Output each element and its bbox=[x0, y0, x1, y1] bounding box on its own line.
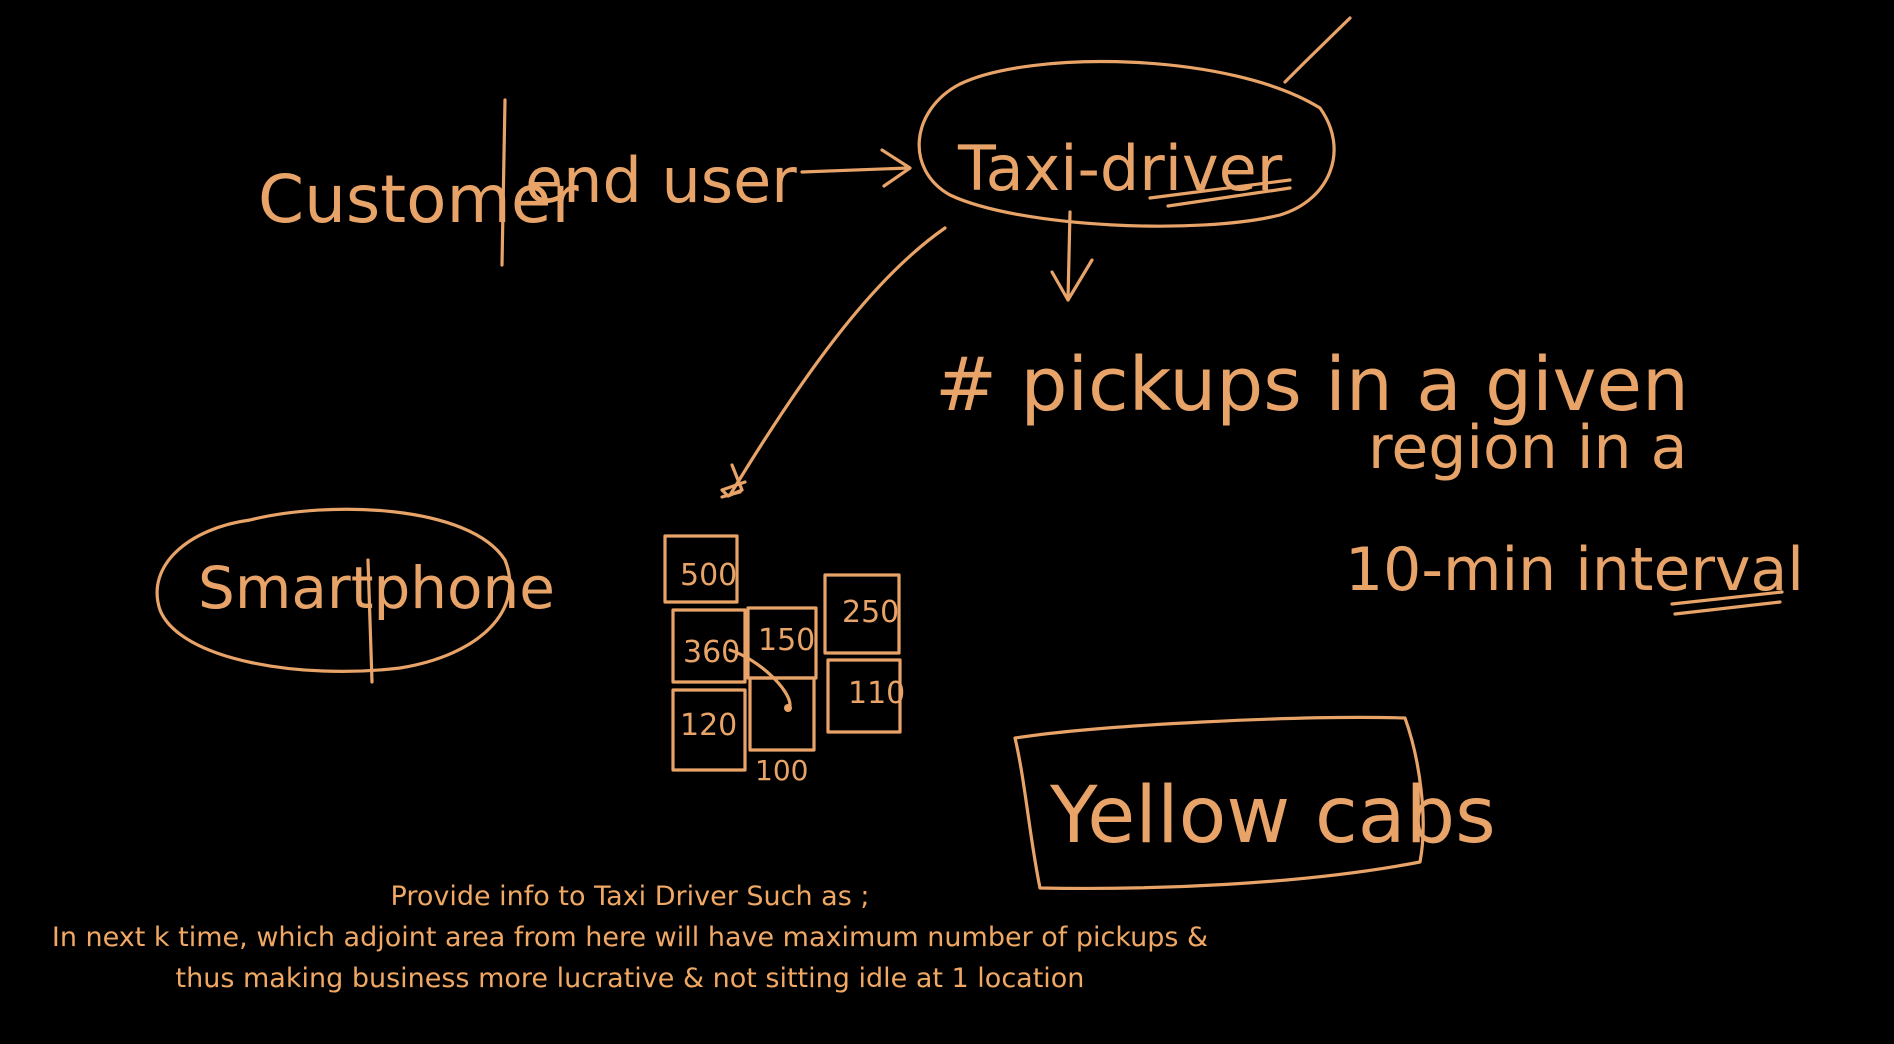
smartphone-label: Smartphone bbox=[198, 554, 555, 622]
grid-cell bbox=[663, 534, 739, 604]
arrow-to-taxi-driver bbox=[800, 166, 910, 174]
grid-cell bbox=[748, 676, 816, 752]
pickups-line-3: 10-min interval bbox=[1345, 535, 1804, 605]
yellow-cabs-label: Yellow cabs bbox=[1049, 771, 1496, 861]
grid-cell bbox=[823, 573, 901, 655]
grid-note: 100 bbox=[755, 754, 808, 787]
grid-cell-value: 120 bbox=[680, 708, 737, 743]
grid-cell-value: 110 bbox=[848, 676, 905, 711]
customer-label: Customer bbox=[258, 161, 579, 238]
region-grid: 500 360 150 250 120 110 100 bbox=[663, 534, 905, 787]
grid-cell bbox=[826, 658, 902, 734]
underline-stroke bbox=[1148, 178, 1292, 208]
caption-line-2: In next k time, which adjoint area from … bbox=[51, 922, 1209, 953]
grid-cell bbox=[671, 688, 747, 772]
down-arrow-head bbox=[1050, 258, 1094, 302]
down-arrow bbox=[1066, 210, 1072, 302]
caption-line-1: Provide info to Taxi Driver Such as ; bbox=[390, 881, 870, 912]
taxi-driver-ellipse bbox=[917, 60, 1336, 228]
grid-cell-value: 500 bbox=[680, 558, 737, 593]
separator-stroke bbox=[500, 98, 507, 267]
grid-dot bbox=[784, 704, 792, 712]
pickups-line-2: region in a bbox=[1368, 413, 1687, 483]
arrow-to-grid bbox=[728, 226, 947, 497]
grid-cell-value: 150 bbox=[758, 623, 815, 658]
arrow-head bbox=[880, 148, 912, 188]
taxi-driver-label: Taxi-driver bbox=[957, 132, 1283, 205]
grid-cell bbox=[671, 608, 747, 684]
smartphone-stroke bbox=[366, 558, 374, 684]
grid-arrow bbox=[728, 648, 792, 707]
end-user-label: end user bbox=[525, 144, 797, 217]
smartphone-ellipse bbox=[155, 507, 512, 673]
arrow-to-grid-head bbox=[720, 463, 747, 499]
checkmark-icon bbox=[1283, 16, 1352, 84]
pickups-line-1: # pickups in a given bbox=[935, 342, 1689, 428]
grid-cell-value: 360 bbox=[683, 635, 740, 670]
grid-cell-value: 250 bbox=[842, 595, 899, 630]
caption-line-3: thus making business more lucrative & no… bbox=[175, 963, 1085, 994]
interval-underline bbox=[1670, 590, 1784, 616]
yellow-cabs-box bbox=[1013, 715, 1425, 890]
